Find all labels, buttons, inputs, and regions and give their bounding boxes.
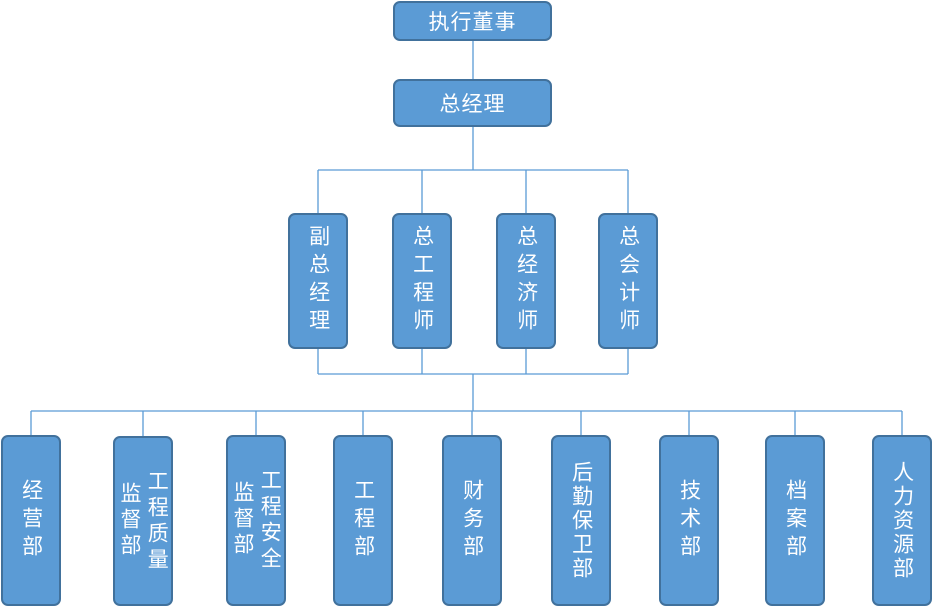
node-quality-supervision-dept-label-1: 工程质量 bbox=[145, 470, 170, 574]
node-quality-supervision-dept: 监督部 工程质量 bbox=[113, 436, 173, 606]
node-quality-supervision-dept-label-2: 监督部 bbox=[118, 482, 142, 560]
node-business-dept: 经营部 bbox=[1, 435, 61, 606]
node-hr-dept-label: 人力资源部 bbox=[890, 460, 915, 581]
node-engineering-dept: 工程部 bbox=[333, 435, 393, 606]
node-finance-dept: 财务部 bbox=[442, 435, 502, 606]
node-archives-dept-label: 档案部 bbox=[783, 478, 808, 563]
node-executive-director: 执行董事 bbox=[393, 1, 552, 41]
node-finance-dept-label: 财务部 bbox=[460, 478, 485, 563]
node-archives-dept: 档案部 bbox=[765, 435, 825, 606]
node-chief-economist: 总经济师 bbox=[496, 213, 556, 349]
node-logistics-security-dept-label: 后勤保卫部 bbox=[569, 460, 594, 581]
node-general-manager: 总经理 bbox=[393, 79, 552, 127]
node-general-manager-label: 总经理 bbox=[439, 92, 506, 116]
node-safety-supervision-dept-label-2: 监督部 bbox=[231, 481, 255, 559]
node-hr-dept: 人力资源部 bbox=[872, 435, 932, 606]
node-chief-accountant-label: 总会计师 bbox=[616, 225, 641, 337]
node-safety-supervision-dept-label-1: 工程安全 bbox=[258, 469, 283, 573]
node-chief-engineer-label: 总工程师 bbox=[410, 225, 435, 337]
node-deputy-general-manager-label: 副总经理 bbox=[306, 225, 331, 337]
node-chief-accountant: 总会计师 bbox=[598, 213, 658, 349]
node-chief-economist-label: 总经济师 bbox=[514, 225, 539, 337]
node-technology-dept: 技术部 bbox=[659, 435, 719, 606]
node-chief-engineer: 总工程师 bbox=[392, 213, 452, 349]
node-deputy-general-manager: 副总经理 bbox=[288, 213, 348, 349]
node-technology-dept-label: 技术部 bbox=[677, 478, 702, 563]
node-executive-director-label: 执行董事 bbox=[428, 10, 517, 34]
node-engineering-dept-label: 工程部 bbox=[351, 478, 376, 563]
node-safety-supervision-dept: 监督部 工程安全 bbox=[226, 435, 286, 606]
node-business-dept-label: 经营部 bbox=[19, 478, 44, 563]
node-logistics-security-dept: 后勤保卫部 bbox=[551, 435, 611, 606]
